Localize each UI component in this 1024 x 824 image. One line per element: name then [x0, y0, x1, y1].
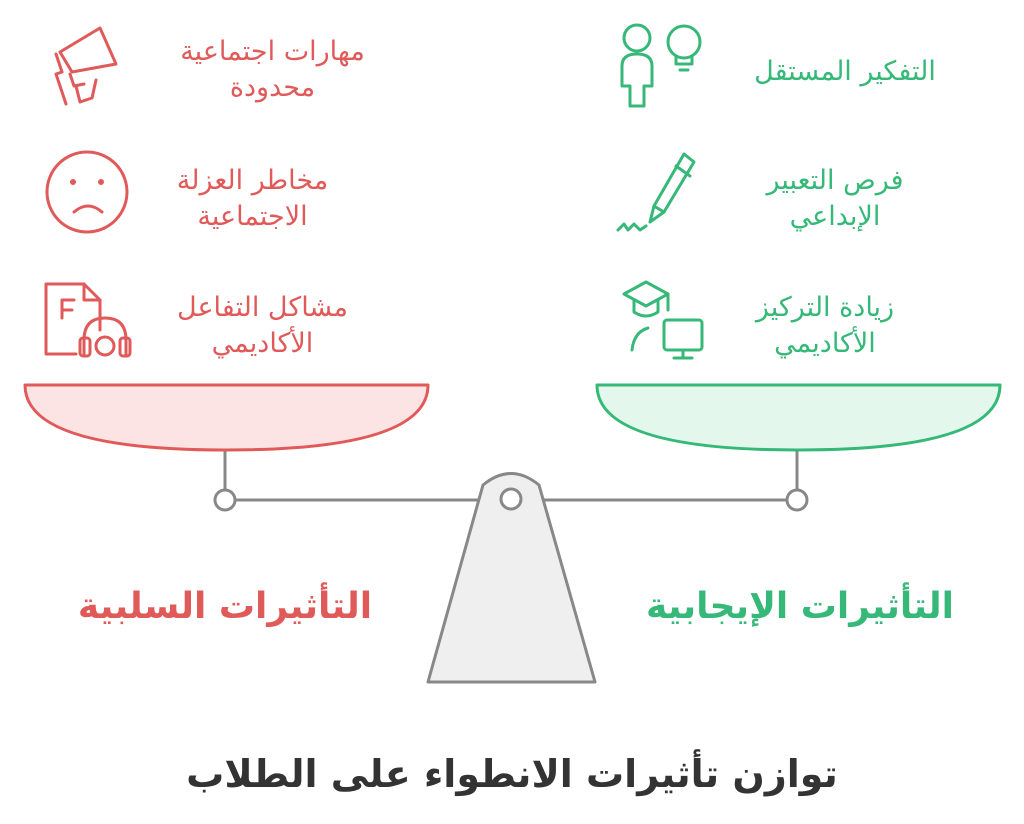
positive-item-2-label: فرص التعبير الإبداعي: [766, 165, 904, 232]
negative-pan: [23, 383, 430, 452]
negative-item-1-label: مهارات اجتماعية محدودة: [180, 36, 365, 103]
person-lightbulb-icon: [620, 23, 702, 108]
negative-heading: التأثيرات السلبية: [77, 586, 373, 627]
student-computer-icon: [622, 280, 704, 360]
beam-right-joint: [785, 488, 809, 512]
sad-face-icon: [45, 150, 129, 234]
diagram-title: توازن تأثيرات الانطواء على الطلاب: [186, 752, 838, 796]
document-headphones-icon: [44, 282, 132, 358]
scale-fulcrum: [426, 472, 597, 684]
negative-item-3-label: مشاكل التفاعل الأكاديمي: [177, 292, 348, 359]
megaphone-icon: [54, 26, 118, 106]
pen-icon: [616, 152, 696, 232]
positive-item-3-label: زيادة التركيز الأكاديمي: [755, 292, 895, 359]
positive-pan: [595, 383, 1002, 452]
positive-item-1-label: التفكير المستقل: [754, 56, 936, 87]
negative-item-2-label: مخاطر العزلة الاجتماعية: [176, 165, 329, 232]
positive-heading: التأثيرات الإيجابية: [646, 586, 954, 627]
beam-left-joint: [213, 488, 237, 512]
fulcrum-pivot: [499, 487, 523, 511]
